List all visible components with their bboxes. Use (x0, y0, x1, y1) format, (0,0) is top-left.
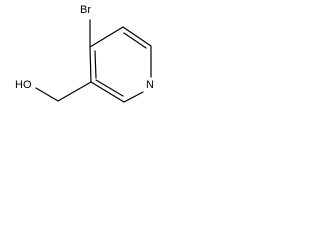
ring-bond-c2-c3 (90, 81, 125, 103)
hydroxyl-group-label: HO (15, 79, 32, 91)
ring-bond-c2-c3-double (95, 79, 124, 97)
bond-c3-ch2 (57, 81, 92, 102)
bromine-atom-label: Br (80, 4, 91, 16)
pyridine-structure-diagram: Br N HO (15, 4, 154, 103)
ring-bond-c4-c5 (89, 26, 124, 48)
nitrogen-atom-label: N (146, 79, 154, 91)
ring-bond-c3-c4 (89, 46, 92, 83)
ring-bond-n1-c2 (123, 91, 144, 103)
ring-bond-c3-c4-double (94, 50, 97, 79)
bond-ch2-o (35, 87, 59, 102)
ring-bond-c5-c6-double (123, 32, 147, 49)
ring-bond-c5-c6 (122, 26, 152, 47)
